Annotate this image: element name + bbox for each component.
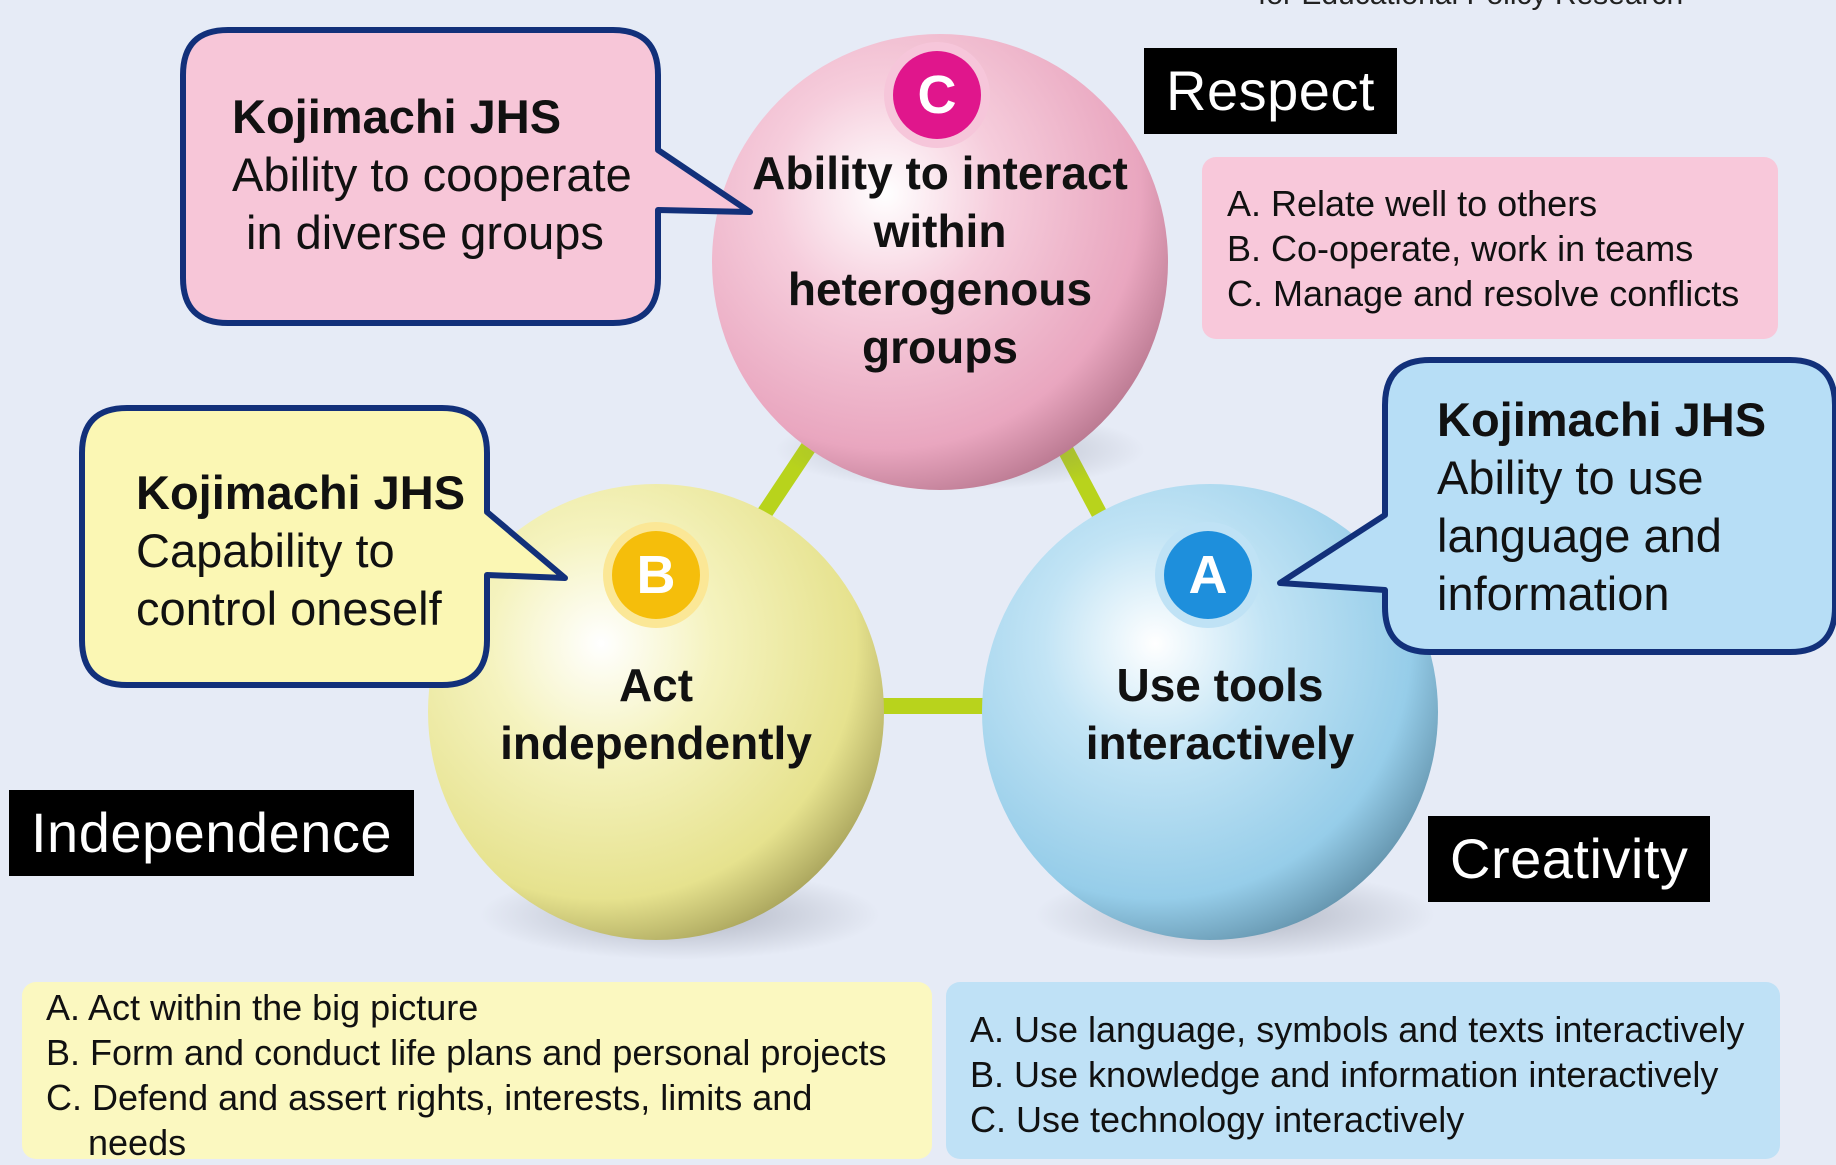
sphere-b-title: Act independently	[446, 656, 866, 772]
keyword-respect: Respect	[1144, 48, 1397, 134]
bubble-yellow-title: Kojimachi JHS	[136, 466, 466, 519]
sphere-c-title-line: Ability to interact	[752, 147, 1128, 199]
list-item: B. Use knowledge and information interac…	[970, 1054, 1719, 1095]
bubble-yellow-line: control oneself	[136, 582, 442, 635]
keyword-creativity: Creativity	[1428, 816, 1711, 902]
bubble-yellow-shape	[79, 405, 568, 688]
sphere-c-title: Ability to interact within heterogenous …	[730, 144, 1150, 376]
list-item: B. Form and conduct life plans and perso…	[46, 1032, 887, 1073]
list-item: A. Relate well to others	[1227, 183, 1598, 224]
sphere-c	[712, 34, 1168, 490]
sphere-b	[428, 484, 884, 940]
bubble-blue-shape	[1277, 357, 1836, 655]
list-item: needs	[88, 1122, 187, 1163]
keyword-independence: Independence	[9, 790, 415, 876]
bubble-blue-title: Kojimachi JHS	[1437, 393, 1767, 446]
bubble-blue-text: Kojimachi JHS Ability to use language an…	[1437, 391, 1766, 623]
sphere-a-title: Use tools interactively	[1010, 656, 1430, 772]
sphere-a-title-line: Use tools	[1116, 659, 1324, 711]
list-item: C. Use technology interactively	[970, 1099, 1465, 1140]
list-item: C. Defend and assert rights, interests, …	[46, 1077, 813, 1118]
bubble-pink-shape	[180, 27, 753, 326]
badge-a: A	[1155, 522, 1261, 628]
bubble-yellow-line: Capability to	[136, 524, 395, 577]
sphere-b-title-line: independently	[500, 717, 812, 769]
bubble-yellow-text: Kojimachi JHS Capability to control ones…	[136, 464, 465, 638]
sphere-c-title-line: heterogenous	[787, 263, 1093, 315]
bubble-pink-text: Kojimachi JHS Ability to cooperate in di…	[232, 88, 632, 262]
bubble-blue-line: language and	[1437, 509, 1722, 562]
sphere-c-title-line: groups	[862, 321, 1018, 373]
list-item: B. Co-operate, work in teams	[1227, 228, 1694, 269]
sphere-c-title-line: within	[873, 205, 1007, 257]
list-item: A. Use language, symbols and texts inter…	[970, 1009, 1745, 1050]
bubble-blue-line: Ability to use	[1437, 451, 1704, 504]
list-box-interact: A. Relate well to others B. Co-operate, …	[1202, 157, 1778, 339]
badge-b-letter: B	[637, 545, 676, 605]
bubble-pink-title: Kojimachi JHS	[232, 90, 562, 143]
badge-a-letter: A	[1189, 545, 1228, 605]
list-item: C. Manage and resolve conflicts	[1227, 273, 1740, 314]
bubble-pink-line: in diverse groups	[246, 206, 604, 259]
list-box-independent: A. Act within the big picture B. Form an…	[22, 982, 932, 1163]
header-note: for Educational Policy Research	[1258, 0, 1683, 12]
sphere-b-title-line: Act	[618, 659, 694, 711]
badge-c-letter: C	[918, 65, 957, 125]
list-box-tools: A. Use language, symbols and texts inter…	[946, 982, 1780, 1159]
list-item: A. Act within the big picture	[46, 987, 479, 1028]
sphere-a-title-line: interactively	[1085, 717, 1355, 769]
badge-c: C	[884, 42, 990, 148]
sphere-a	[982, 484, 1438, 940]
bubble-pink-line: Ability to cooperate	[232, 148, 632, 201]
badge-b: B	[603, 522, 709, 628]
bubble-blue-line: information	[1437, 567, 1670, 620]
